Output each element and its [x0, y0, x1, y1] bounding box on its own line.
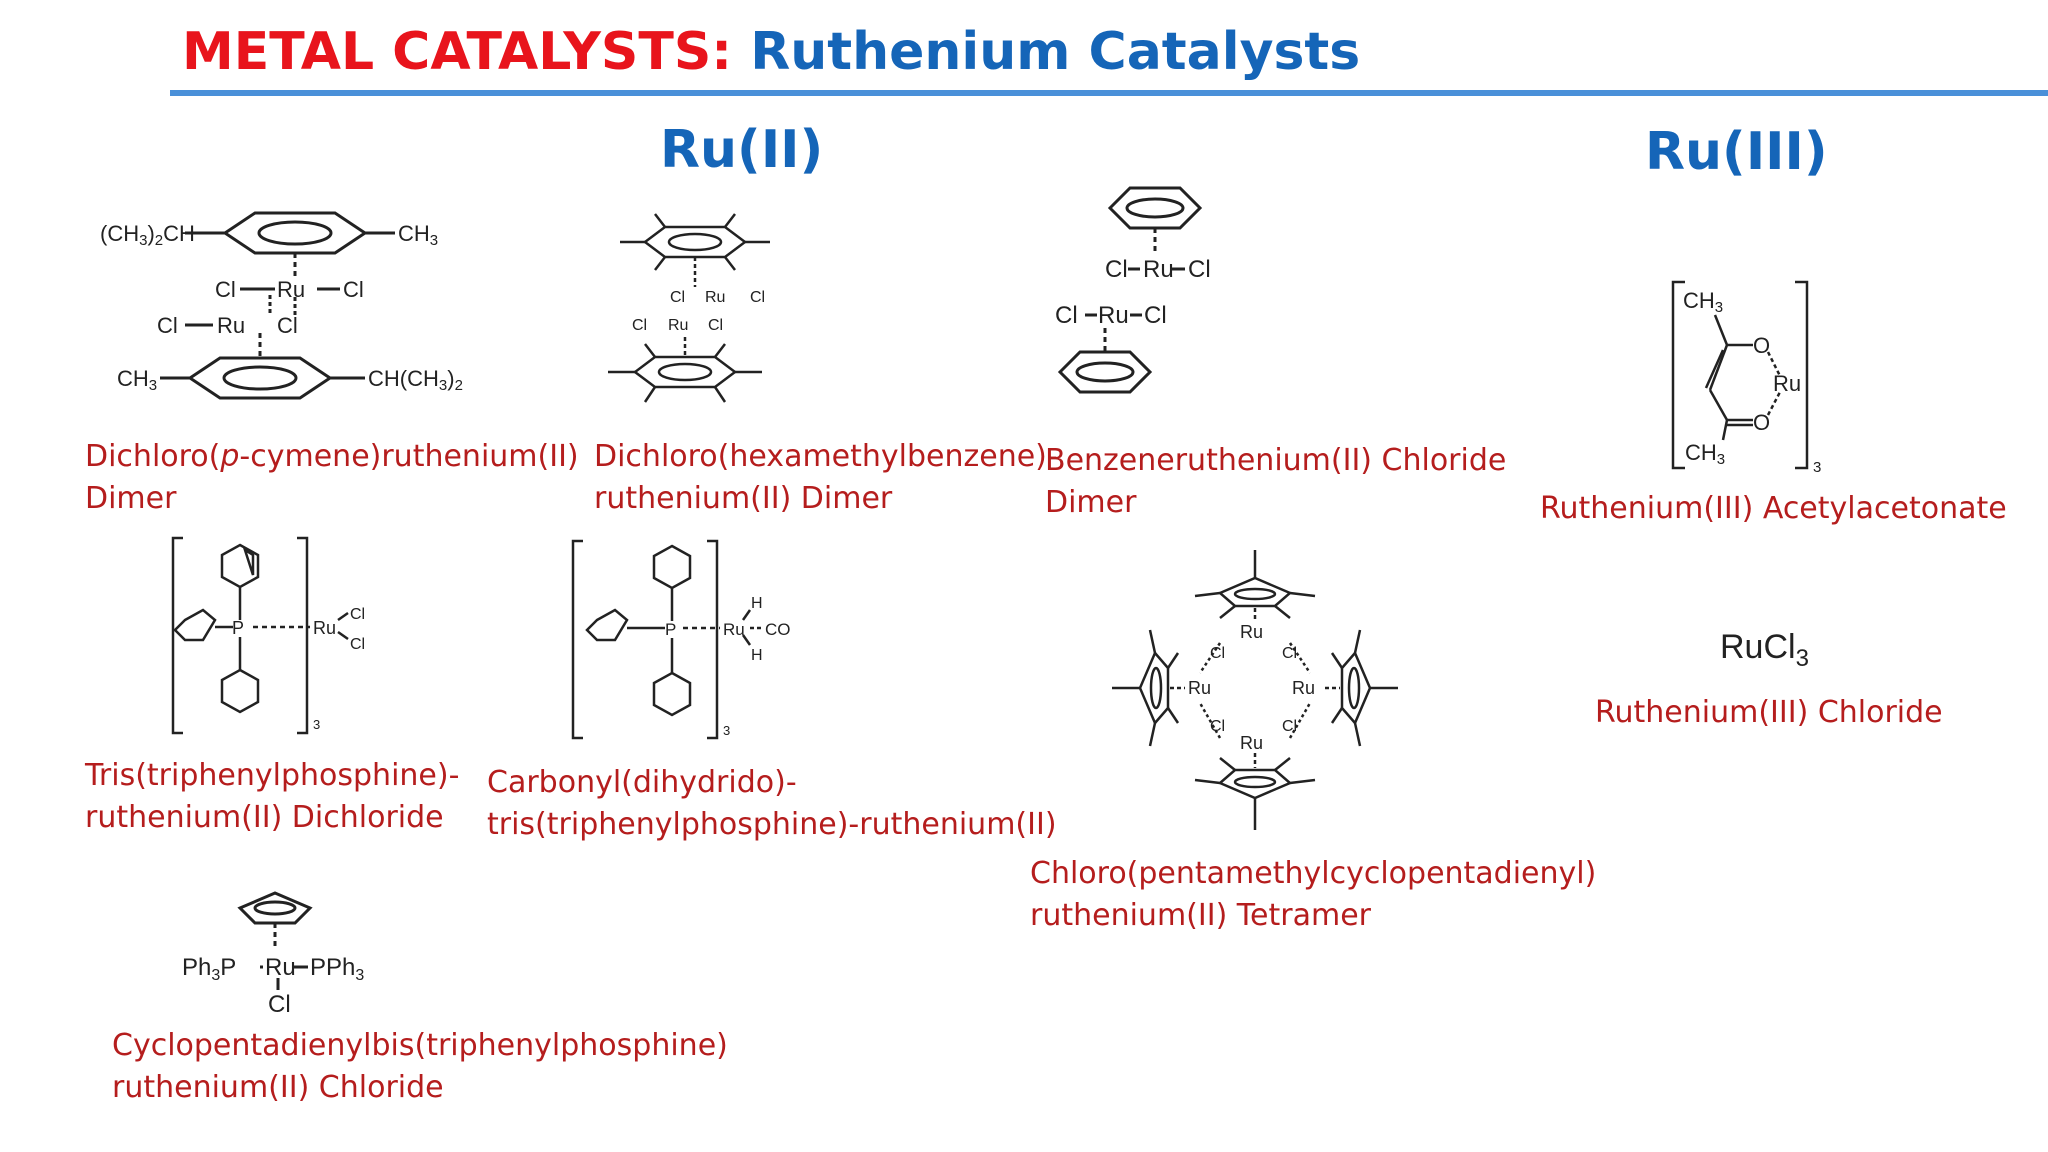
svg-text:Cl: Cl [708, 317, 723, 334]
caption-carbonyl: Carbonyl(dihydrido)- tris(triphenylphosp… [487, 765, 1057, 842]
svg-text:3: 3 [723, 723, 730, 738]
caption-cp: Cyclopentadienylbis(triphenylphosphine) … [112, 1028, 728, 1105]
svg-text:Ru: Ru [723, 620, 745, 639]
svg-text:Cl: Cl [670, 289, 685, 306]
title-suffix: Ruthenium Catalysts [750, 22, 1361, 82]
svg-text:Cl: Cl [1210, 718, 1225, 735]
svg-text:Cl: Cl [1188, 256, 1211, 283]
svg-text:Cl: Cl [157, 313, 178, 338]
svg-text:CH(CH3)2: CH(CH3)2 [368, 366, 463, 394]
title-prefix: METAL CATALYSTS: [182, 22, 733, 82]
svg-text:Ru: Ru [705, 289, 725, 306]
svg-text:Ru: Ru [1188, 678, 1211, 698]
svg-text:Ru: Ru [1292, 678, 1315, 698]
svg-text:Ru: Ru [217, 313, 245, 338]
tpp-structure: P Ru Cl Cl 3 [171, 536, 365, 735]
svg-text:Ru: Ru [1773, 371, 1801, 396]
svg-text:Ru: Ru [1143, 256, 1174, 283]
benzene-dimer-structure: Cl Ru Cl Cl Ru Cl [1055, 186, 1211, 394]
svg-text:Ru: Ru [1098, 302, 1129, 329]
slide-title: METAL CATALYSTS: Ruthenium Catalysts [182, 22, 1360, 82]
svg-text:P: P [665, 620, 676, 639]
hmb-dimer-structure: Cl Ru Cl Cl Ru Cl [608, 213, 770, 403]
title-underline [170, 90, 2048, 96]
svg-text:3: 3 [313, 717, 320, 732]
svg-text:CH3: CH3 [1683, 288, 1723, 316]
svg-text:Cl: Cl [1282, 718, 1297, 735]
svg-text:Ru: Ru [265, 954, 296, 981]
caption-tpp: Tris(triphenylphosphine)- ruthenium(II) … [85, 758, 460, 835]
svg-text:Cl: Cl [277, 313, 298, 338]
acac-structure: CH3 O Ru O CH3 3 [1671, 280, 1821, 476]
svg-text:Cl: Cl [1282, 645, 1297, 662]
caption-pcymene: Dichloro(p-cymene)ruthenium(II) Dimer [85, 439, 579, 516]
svg-text:Ru: Ru [277, 277, 305, 302]
svg-text:CH3: CH3 [1685, 440, 1725, 468]
caption-rucl3: Ruthenium(III) Chloride [1595, 695, 1943, 730]
svg-text:H: H [751, 595, 763, 612]
svg-text:Cl: Cl [1210, 645, 1225, 662]
svg-text:Cl: Cl [1144, 302, 1167, 329]
cp-structure: Ph3P Ru PPh3 Cl [182, 891, 364, 1018]
rucl3-formula: RuCl3 [1720, 628, 1809, 672]
pcymene-dimer-structure: (CH3)2CH CH3 Cl Ru Cl Cl Ru Cl CH3 CH(CH… [100, 211, 463, 400]
svg-text:Cl: Cl [350, 606, 365, 623]
svg-text:Ru: Ru [1240, 733, 1263, 753]
svg-text:Ru: Ru [668, 317, 688, 334]
svg-text:P: P [232, 618, 244, 638]
svg-text:O: O [1753, 333, 1770, 358]
svg-text:Cl: Cl [350, 636, 365, 653]
svg-text:Cl: Cl [1105, 256, 1128, 283]
section-ru3-heading: Ru(III) [1645, 122, 1828, 182]
svg-text:(CH3)2CH: (CH3)2CH [100, 221, 195, 249]
svg-text:H: H [751, 647, 763, 664]
svg-text:Cl: Cl [343, 277, 364, 302]
svg-text:Ph3P: Ph3P [182, 954, 236, 984]
caption-hmb: Dichloro(hexamethylbenzene)- ruthenium(I… [594, 439, 1058, 516]
svg-text:Cl: Cl [750, 289, 765, 306]
svg-text:CO: CO [765, 620, 791, 639]
section-ru2-heading: Ru(II) [660, 120, 824, 180]
svg-text:Ru: Ru [313, 618, 336, 638]
svg-text:3: 3 [1813, 459, 1821, 476]
svg-text:CH3: CH3 [117, 366, 157, 394]
svg-text:Cl: Cl [268, 991, 291, 1018]
caption-benzene: Benzeneruthenium(II) Chloride Dimer [1045, 443, 1507, 520]
cpstar-tetramer-structure: Ru Cl Cl Ru Ru Cl Cl Ru [1112, 550, 1398, 830]
caption-cpstar: Chloro(pentamethylcyclopentadienyl) ruth… [1030, 856, 1597, 933]
svg-text:CH3: CH3 [398, 221, 438, 249]
caption-acac: Ruthenium(III) Acetylacetonate [1540, 491, 2007, 526]
carbonyl-structure: P Ru H CO H 3 [571, 539, 791, 740]
svg-text:Ru: Ru [1240, 622, 1263, 642]
svg-text:Cl: Cl [215, 277, 236, 302]
svg-text:Cl: Cl [632, 317, 647, 334]
svg-text:O: O [1753, 410, 1770, 435]
svg-text:Cl: Cl [1055, 302, 1078, 329]
svg-text:PPh3: PPh3 [310, 954, 364, 984]
